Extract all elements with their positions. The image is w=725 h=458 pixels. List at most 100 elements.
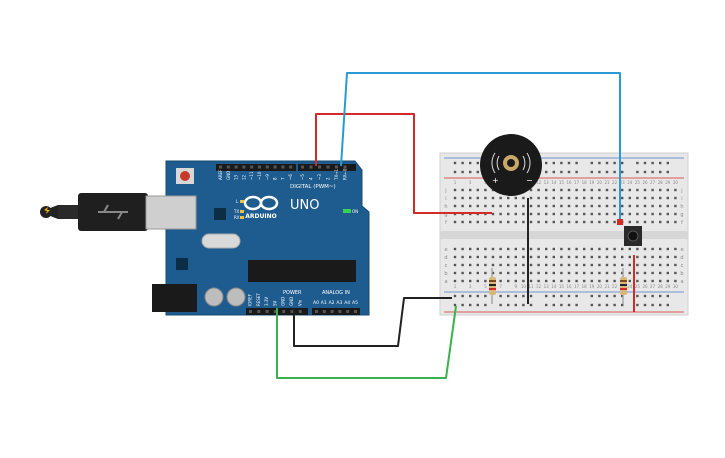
red-wire-pin5-to-buzzer[interactable]	[315, 113, 492, 214]
terminal-hole[interactable]	[575, 196, 578, 200]
terminal-hole[interactable]	[537, 255, 540, 259]
terminal-hole[interactable]	[590, 247, 593, 251]
rail-hole[interactable]	[613, 161, 616, 165]
terminal-hole[interactable]	[469, 247, 472, 251]
terminal-hole[interactable]	[552, 247, 555, 251]
terminal-hole[interactable]	[598, 271, 601, 275]
digital-pin[interactable]	[258, 165, 261, 169]
terminal-hole[interactable]	[514, 263, 517, 267]
terminal-hole[interactable]	[613, 279, 616, 283]
terminal-hole[interactable]	[666, 255, 669, 259]
rail-hole[interactable]	[560, 170, 563, 174]
terminal-hole[interactable]	[583, 220, 586, 224]
rail-hole[interactable]	[545, 303, 548, 307]
terminal-hole[interactable]	[560, 196, 563, 200]
rail-hole[interactable]	[636, 161, 639, 165]
rail-hole[interactable]	[659, 303, 662, 307]
terminal-hole[interactable]	[605, 220, 609, 224]
rail-hole[interactable]	[651, 303, 654, 307]
terminal-hole[interactable]	[491, 196, 495, 200]
terminal-hole[interactable]	[674, 279, 677, 283]
terminal-hole[interactable]	[499, 263, 502, 267]
terminal-hole[interactable]	[643, 212, 647, 216]
terminal-hole[interactable]	[499, 271, 502, 275]
terminal-hole[interactable]	[514, 196, 517, 200]
rail-hole[interactable]	[560, 303, 563, 307]
terminal-hole[interactable]	[666, 263, 669, 267]
rail-hole[interactable]	[636, 303, 639, 307]
rail-hole[interactable]	[605, 161, 609, 165]
terminal-hole[interactable]	[453, 196, 457, 200]
terminal-hole[interactable]	[590, 188, 593, 192]
terminal-hole[interactable]	[666, 279, 669, 283]
rail-hole[interactable]	[590, 170, 593, 174]
resistor-left[interactable]	[489, 268, 496, 304]
terminal-hole[interactable]	[598, 263, 601, 267]
terminal-hole[interactable]	[545, 263, 548, 267]
terminal-hole[interactable]	[643, 247, 647, 251]
terminal-hole[interactable]	[552, 279, 555, 283]
terminal-hole[interactable]	[484, 279, 487, 283]
terminal-hole[interactable]	[613, 271, 616, 275]
terminal-hole[interactable]	[537, 196, 540, 200]
digital-pin[interactable]	[219, 165, 222, 169]
terminal-hole[interactable]	[636, 271, 639, 275]
terminal-hole[interactable]	[461, 204, 464, 208]
terminal-hole[interactable]	[575, 204, 578, 208]
digital-pin[interactable]	[281, 165, 285, 169]
pushbutton[interactable]	[617, 219, 642, 246]
terminal-hole[interactable]	[522, 212, 525, 216]
rail-hole[interactable]	[613, 303, 616, 307]
terminal-hole[interactable]	[567, 212, 571, 216]
terminal-hole[interactable]	[537, 212, 540, 216]
terminal-hole[interactable]	[651, 212, 654, 216]
terminal-hole[interactable]	[507, 279, 510, 283]
rail-hole[interactable]	[545, 294, 548, 298]
terminal-hole[interactable]	[598, 204, 601, 208]
digital-pin[interactable]	[273, 165, 277, 169]
rail-hole[interactable]	[560, 161, 563, 165]
terminal-hole[interactable]	[590, 220, 593, 224]
terminal-hole[interactable]	[575, 271, 578, 275]
analog-pin[interactable]	[322, 310, 326, 313]
terminal-hole[interactable]	[499, 220, 502, 224]
terminal-hole[interactable]	[545, 247, 548, 251]
terminal-hole[interactable]	[575, 279, 578, 283]
terminal-hole[interactable]	[484, 196, 487, 200]
terminal-hole[interactable]	[491, 212, 495, 216]
terminal-hole[interactable]	[514, 255, 517, 259]
terminal-hole[interactable]	[552, 188, 555, 192]
terminal-hole[interactable]	[605, 279, 609, 283]
rail-hole[interactable]	[567, 170, 571, 174]
rail-hole[interactable]	[469, 294, 472, 298]
power-pin[interactable]	[257, 310, 261, 313]
terminal-hole[interactable]	[545, 271, 548, 275]
terminal-hole[interactable]	[636, 188, 639, 192]
terminal-hole[interactable]	[491, 271, 495, 275]
terminal-hole[interactable]	[567, 255, 571, 259]
terminal-hole[interactable]	[643, 220, 647, 224]
terminal-hole[interactable]	[643, 188, 647, 192]
terminal-hole[interactable]	[469, 196, 472, 200]
rail-hole[interactable]	[567, 303, 571, 307]
rail-hole[interactable]	[651, 161, 654, 165]
terminal-hole[interactable]	[636, 247, 639, 251]
rail-hole[interactable]	[461, 170, 464, 174]
terminal-hole[interactable]	[567, 247, 571, 251]
terminal-hole[interactable]	[643, 271, 647, 275]
digital-pin[interactable]	[250, 165, 254, 169]
rail-hole[interactable]	[598, 303, 601, 307]
rail-hole[interactable]	[575, 294, 578, 298]
terminal-hole[interactable]	[628, 255, 631, 259]
terminal-hole[interactable]	[605, 212, 609, 216]
terminal-hole[interactable]	[590, 255, 593, 259]
rail-hole[interactable]	[567, 161, 571, 165]
terminal-hole[interactable]	[651, 247, 654, 251]
rail-hole[interactable]	[507, 294, 510, 298]
terminal-hole[interactable]	[545, 204, 548, 208]
blue-wire-pin2-to-button[interactable]	[340, 72, 621, 222]
terminal-hole[interactable]	[545, 188, 548, 192]
terminal-hole[interactable]	[469, 271, 472, 275]
rail-hole[interactable]	[476, 161, 479, 165]
terminal-hole[interactable]	[484, 255, 487, 259]
